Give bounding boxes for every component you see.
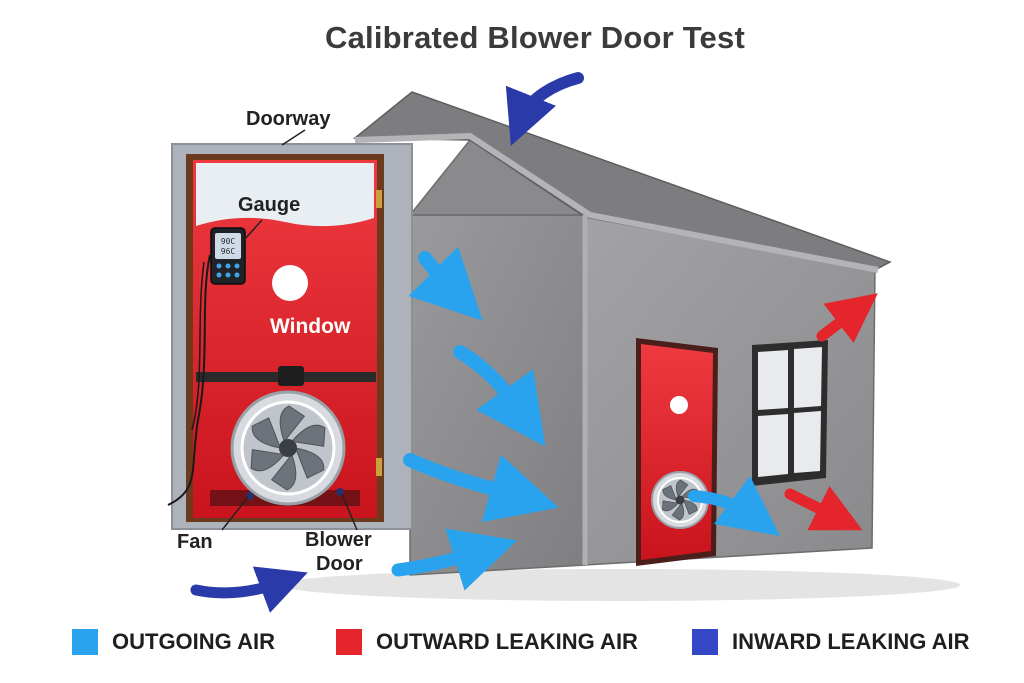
blower-door-label-line2: Door	[316, 553, 363, 576]
gauge-icon: 90C 96C	[211, 228, 245, 284]
fan-icon	[232, 392, 344, 504]
legend-swatch	[72, 629, 98, 655]
legend-swatch	[336, 629, 362, 655]
legend-label: OUTGOING AIR	[112, 629, 275, 655]
gauge-label: Gauge	[238, 194, 300, 217]
legend: OUTGOING AIR OUTWARD LEAKING AIR INWARD …	[0, 620, 1024, 664]
window-label: Window	[270, 315, 350, 339]
window-port	[272, 265, 308, 301]
doorway-pointer	[282, 130, 305, 145]
house-window	[752, 340, 828, 486]
svg-text:90C: 90C	[221, 237, 236, 246]
house-door	[636, 338, 718, 566]
blower-door-label-line1: Blower	[305, 529, 372, 552]
doorway-label: Doorway	[246, 108, 330, 131]
arrow-icon	[522, 78, 578, 118]
legend-item-outward-leaking-air: OUTWARD LEAKING AIR	[336, 620, 638, 664]
legend-item-inward-leaking-air: INWARD LEAKING AIR	[692, 620, 970, 664]
legend-item-outgoing-air: OUTGOING AIR	[72, 620, 275, 664]
ground-shadow	[280, 569, 960, 601]
page-title: Calibrated Blower Door Test	[0, 20, 1024, 56]
legend-label: INWARD LEAKING AIR	[732, 629, 970, 655]
arrow-icon	[196, 582, 282, 593]
svg-text:96C: 96C	[221, 247, 236, 256]
legend-swatch	[692, 629, 718, 655]
legend-label: OUTWARD LEAKING AIR	[376, 629, 638, 655]
fan-label: Fan	[177, 531, 213, 554]
